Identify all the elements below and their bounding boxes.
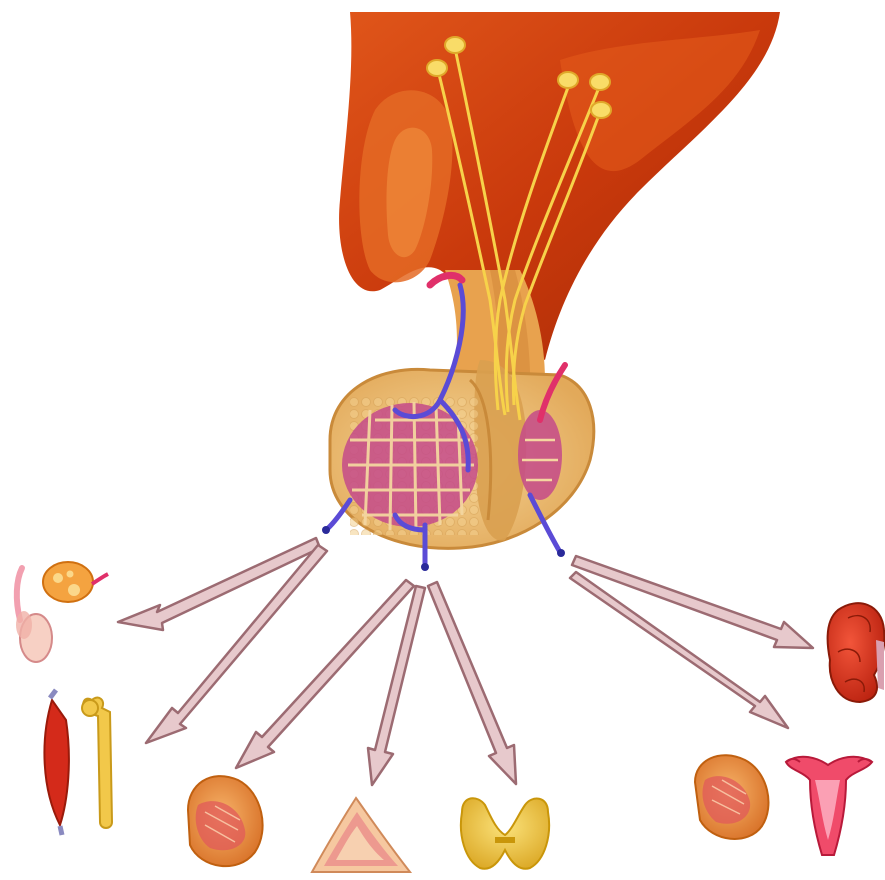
testis-ovary-icon [16, 562, 108, 662]
mammary-gland-icon [188, 776, 263, 866]
mammary-gland-icon-right [695, 755, 768, 839]
thyroid-gland-icon [461, 798, 549, 869]
uterus-icon [786, 757, 872, 855]
vein-left [326, 500, 350, 530]
arrow-to-thyroid [428, 582, 516, 784]
adrenal-gland-icon [312, 798, 410, 872]
hormone-arrows [118, 538, 813, 785]
kidney-icon [828, 603, 885, 702]
muscle-bone-icon [44, 690, 112, 835]
